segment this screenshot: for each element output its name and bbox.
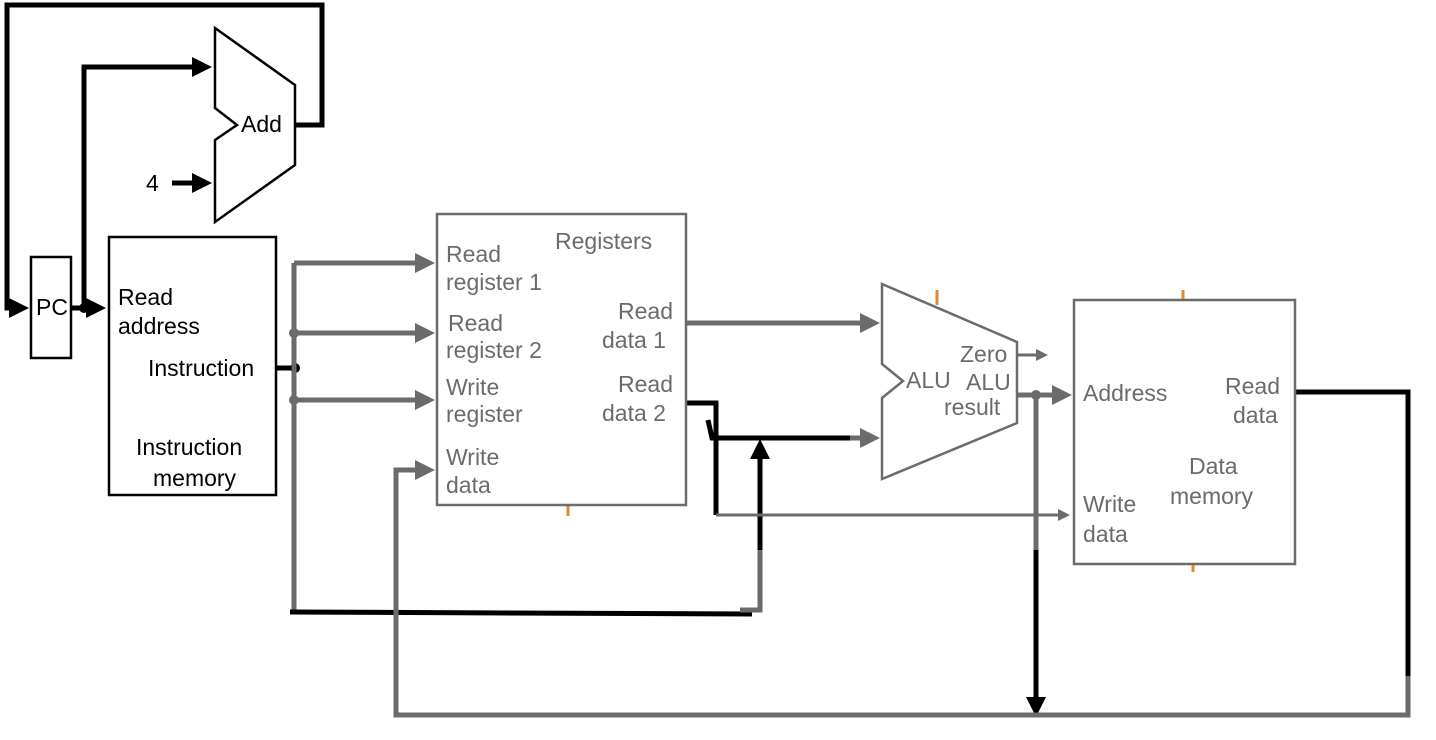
dmem-address-label: Address: [1083, 380, 1167, 406]
dmem-title-2: memory: [1170, 483, 1254, 509]
pc-label: PC: [36, 294, 68, 320]
read-data-mem-wire: [1296, 389, 1411, 676]
write-register-label-b: register: [446, 401, 523, 427]
alu-zero-label: Zero: [960, 341, 1007, 367]
program-counter: [29, 255, 73, 360]
adder-label: Add: [241, 111, 282, 137]
pc-junction-dot: [79, 303, 89, 313]
write-data-label-a: Write: [446, 444, 499, 470]
imem-read-address-label-2: address: [118, 313, 200, 339]
imem-title-2: memory: [153, 465, 237, 491]
read-data-2-branch-wire: [705, 419, 858, 441]
writeback-wire: [393, 460, 1411, 718]
read-register-2-label-b: register 2: [446, 337, 542, 363]
imem-title-1: Instruction: [136, 434, 242, 460]
pc-next-wire: [4, 2, 325, 318]
read-register-2-label-a: Read: [448, 310, 503, 336]
read-data-2-label-b: data 2: [602, 400, 666, 426]
write-data-label-b: data: [446, 472, 491, 498]
instruction-memory: [107, 235, 278, 497]
immediate-rise-wire: [740, 548, 763, 613]
imem-read-address-label-1: Read: [118, 284, 173, 310]
read-data-2-label-a: Read: [618, 371, 673, 397]
wr-junction-dot: [289, 395, 299, 405]
register-file: [435, 212, 688, 507]
read-data-1-label-a: Read: [618, 298, 673, 324]
read-data-1-label-b: data 1: [602, 327, 666, 353]
alu-label: ALU: [906, 367, 951, 393]
pc-to-adder-wire: [81, 57, 212, 308]
dmem-read-data-label-a: Read: [1225, 373, 1280, 399]
dmem-write-data-label-a: Write: [1083, 491, 1136, 517]
imem-instruction-output-label: Instruction: [148, 355, 254, 381]
read-register-1-label-b: register 1: [446, 269, 542, 295]
write-register-label-a: Write: [446, 374, 499, 400]
rr2-junction-dot: [289, 328, 299, 338]
immediate-wire: [289, 609, 753, 617]
data-memory: [1072, 298, 1297, 566]
dmem-write-data-label-b: data: [1083, 521, 1128, 547]
dmem-title-1: Data: [1189, 453, 1238, 479]
alu-unit: [880, 282, 1019, 481]
registers-title: Registers: [555, 228, 652, 254]
constant-four-label: 4: [146, 170, 159, 196]
alu-result-label-b: result: [944, 394, 1001, 420]
read-data-2-wire: [682, 400, 719, 515]
read-register-1-label-a: Read: [446, 241, 501, 267]
adder-unit: [213, 25, 297, 225]
dmem-read-data-label-b: data: [1233, 402, 1278, 428]
alu-result-label-a: ALU: [966, 369, 1011, 395]
